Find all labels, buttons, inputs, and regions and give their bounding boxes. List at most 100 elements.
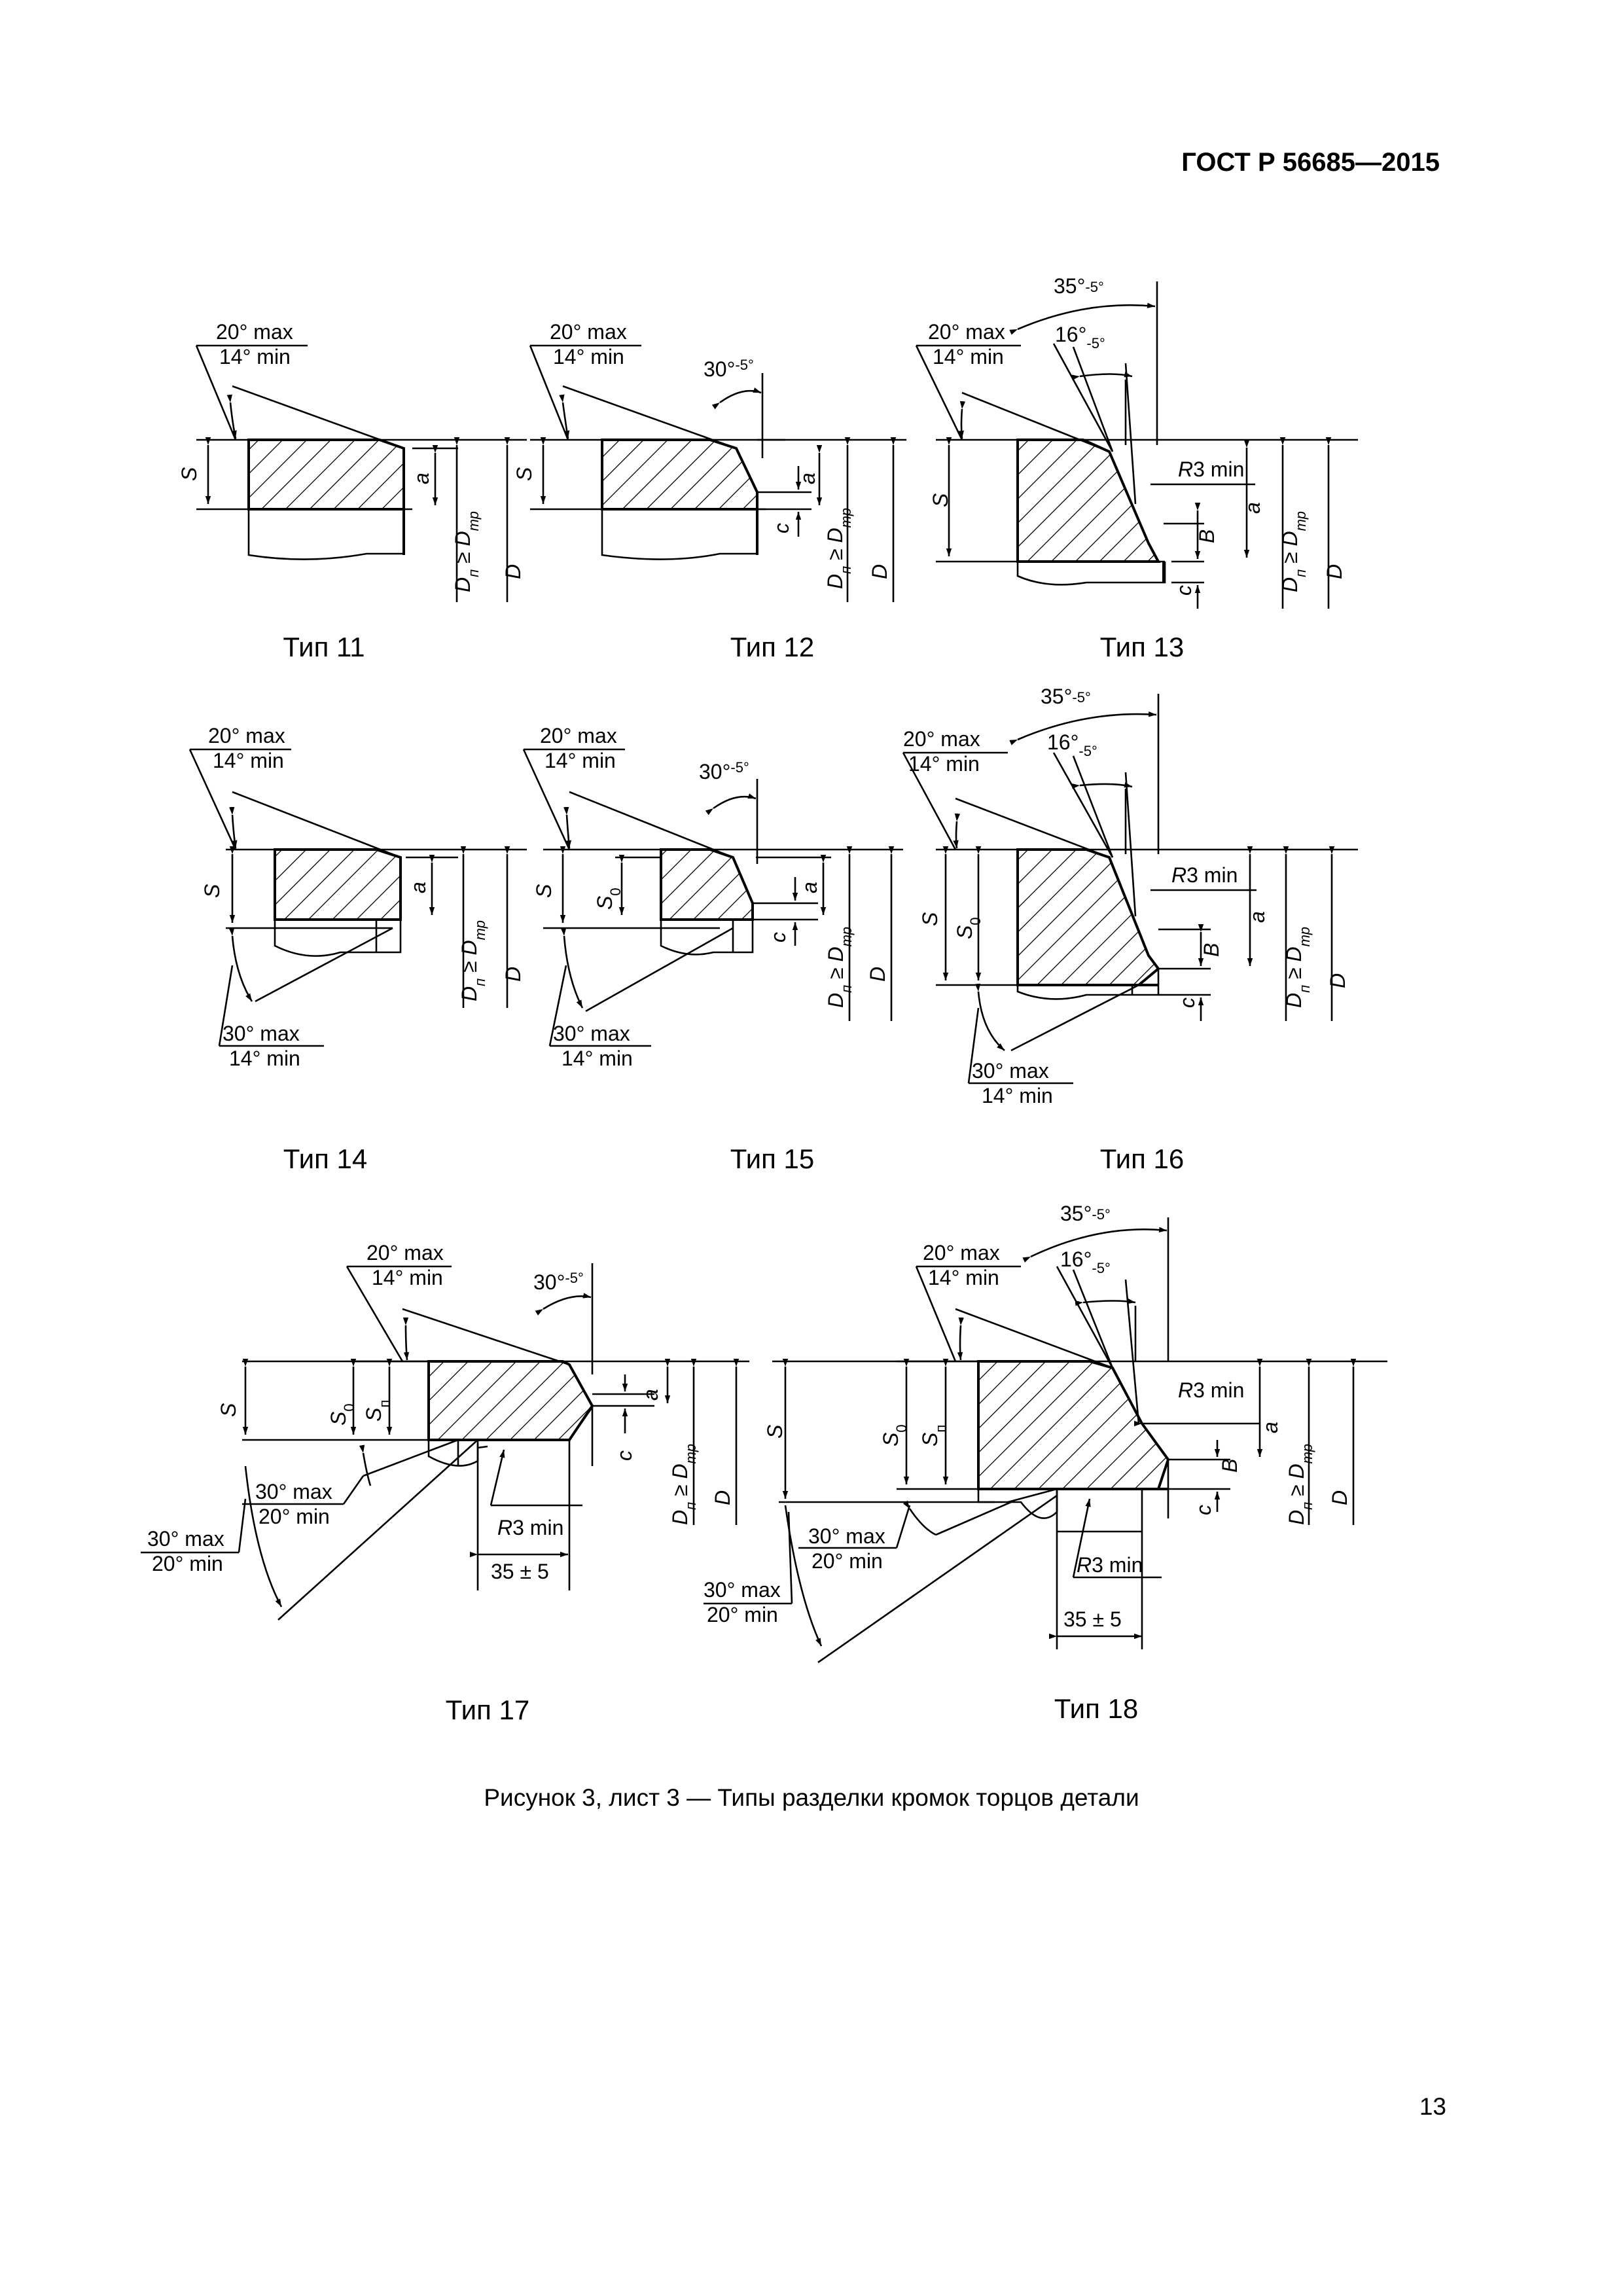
svg-text:D: D xyxy=(501,564,525,579)
svg-text:Dп ≥ Dтр: Dп ≥ Dтр xyxy=(457,920,488,1001)
svg-text:R3 min: R3 min xyxy=(497,1516,563,1539)
svg-text:14° min: 14° min xyxy=(219,345,291,368)
svg-text:a: a xyxy=(406,882,430,893)
svg-text:D: D xyxy=(868,564,891,579)
svg-text:20° max: 20° max xyxy=(550,320,627,344)
type-12-labels: 20° max 14° min 30°-5° S a c Dп ≥ Dтр D xyxy=(512,320,891,589)
svg-text:c: c xyxy=(766,932,790,942)
svg-text:D: D xyxy=(866,967,889,982)
svg-text:Dп ≥ Dтр: Dп ≥ Dтр xyxy=(1278,511,1309,592)
type-16-title: Тип 16 xyxy=(1100,1143,1184,1174)
svg-text:14° min: 14° min xyxy=(213,749,284,772)
type-15-title: Тип 15 xyxy=(730,1143,814,1174)
type-11-title: Тип 11 xyxy=(283,632,365,662)
svg-text:R3 min: R3 min xyxy=(1171,863,1238,887)
svg-text:a: a xyxy=(1245,911,1269,923)
svg-text:30° max: 30° max xyxy=(704,1578,781,1602)
svg-text:S: S xyxy=(217,1403,240,1417)
svg-text:30° max: 30° max xyxy=(147,1527,224,1551)
svg-text:16°-5°: 16°-5° xyxy=(1047,730,1097,759)
svg-text:a: a xyxy=(798,882,821,893)
svg-text:14° min: 14° min xyxy=(229,1047,300,1070)
svg-text:S0: S0 xyxy=(327,1403,357,1426)
figure-caption: Рисунок 3, лист 3 — Типы разделки кромок… xyxy=(484,1784,1139,1811)
svg-text:S: S xyxy=(512,467,536,481)
svg-text:D: D xyxy=(1323,564,1346,579)
svg-text:35°-5°: 35°-5° xyxy=(1060,1202,1111,1225)
svg-text:c: c xyxy=(770,523,793,533)
svg-text:Dп ≥ Dтр: Dп ≥ Dтр xyxy=(823,508,854,589)
svg-text:a: a xyxy=(1258,1422,1282,1433)
type-14-labels: 20° max 14° min S a Dп ≥ Dтр D 30° max 1… xyxy=(200,724,525,1070)
type-13-labels: 35°-5° 20° max 14° min 16°-5° R3 min S B… xyxy=(928,274,1346,596)
svg-text:30° max: 30° max xyxy=(223,1022,300,1045)
svg-text:20° max: 20° max xyxy=(540,724,617,747)
type-14-drawing xyxy=(188,748,527,1047)
svg-text:35 ± 5: 35 ± 5 xyxy=(491,1560,549,1583)
svg-text:B: B xyxy=(1200,943,1223,957)
svg-text:R3 min: R3 min xyxy=(1077,1553,1143,1577)
svg-text:S0: S0 xyxy=(593,888,624,910)
svg-text:a: a xyxy=(639,1389,662,1401)
type-18-title: Тип 18 xyxy=(1054,1693,1138,1724)
svg-text:30° max: 30° max xyxy=(255,1480,332,1503)
svg-text:B: B xyxy=(1218,1459,1241,1473)
svg-text:R3 min: R3 min xyxy=(1178,1378,1244,1402)
svg-text:S: S xyxy=(532,884,556,898)
type-14-title: Тип 14 xyxy=(283,1143,367,1174)
svg-text:Dп ≥ Dтр: Dп ≥ Dтр xyxy=(1285,1444,1315,1525)
svg-text:35 ± 5: 35 ± 5 xyxy=(1063,1607,1122,1631)
svg-text:D: D xyxy=(1328,1490,1351,1505)
svg-text:c: c xyxy=(1175,997,1199,1008)
type-13-title: Тип 13 xyxy=(1100,632,1184,662)
svg-text:c: c xyxy=(613,1450,636,1461)
type-18-labels: 35°-5° 20° max 14° min 16°-5° R3 min S S… xyxy=(704,1202,1351,1631)
type-17-title: Тип 17 xyxy=(446,1695,529,1725)
svg-text:S: S xyxy=(929,493,952,507)
svg-text:S: S xyxy=(200,884,224,898)
svg-text:Sп: Sп xyxy=(362,1400,393,1422)
svg-text:20° max: 20° max xyxy=(928,320,1005,344)
svg-text:Dп ≥ Dтр: Dп ≥ Dтр xyxy=(824,927,855,1008)
svg-text:B: B xyxy=(1195,529,1219,543)
svg-text:S: S xyxy=(918,912,942,926)
svg-text:14° min: 14° min xyxy=(544,749,616,772)
svg-text:S: S xyxy=(177,467,201,481)
type-12-title: Тип 12 xyxy=(730,632,814,662)
svg-text:c: c xyxy=(1192,1505,1215,1515)
type-16-labels: 35°-5° 20° max 14° min 16°-5° R3 min S S… xyxy=(903,685,1349,1107)
svg-text:20° max: 20° max xyxy=(366,1241,444,1265)
page-number: 13 xyxy=(1419,2093,1446,2120)
type-17-labels: 20° max 14° min 30°-5° S S0 Sп 30° max 2… xyxy=(147,1241,734,1583)
svg-text:35°-5°: 35°-5° xyxy=(1041,685,1091,708)
standard-id: ГОСТ Р 56685—2015 xyxy=(1181,148,1440,177)
svg-text:Dп ≥ Dтр: Dп ≥ Dтр xyxy=(1282,927,1313,1008)
svg-text:D: D xyxy=(1326,973,1349,988)
svg-text:D: D xyxy=(501,967,525,982)
svg-text:20° max: 20° max xyxy=(208,724,285,747)
svg-text:14° min: 14° min xyxy=(933,345,1004,368)
svg-text:30°-5°: 30°-5° xyxy=(699,759,749,783)
svg-text:35°-5°: 35°-5° xyxy=(1054,274,1104,298)
svg-text:20° min: 20° min xyxy=(812,1549,883,1573)
type-13-drawing xyxy=(915,281,1358,609)
svg-text:S: S xyxy=(763,1425,787,1439)
svg-text:S0: S0 xyxy=(953,917,984,939)
type-18-drawing xyxy=(704,1217,1387,1664)
svg-text:a: a xyxy=(410,473,433,484)
type-11-drawing xyxy=(195,344,527,602)
svg-text:30°-5°: 30°-5° xyxy=(533,1270,584,1294)
svg-text:20° max: 20° max xyxy=(923,1241,1000,1265)
svg-text:a: a xyxy=(1241,502,1264,514)
type-16-drawing xyxy=(902,694,1358,1085)
svg-text:Dп ≥ Dтр: Dп ≥ Dтр xyxy=(451,511,482,592)
type-17-drawing xyxy=(141,1263,749,1621)
svg-text:a: a xyxy=(796,473,819,484)
svg-text:20° min: 20° min xyxy=(707,1603,778,1626)
svg-text:16°-5°: 16°-5° xyxy=(1055,323,1105,351)
svg-text:S0: S0 xyxy=(879,1424,910,1446)
svg-text:14° min: 14° min xyxy=(982,1084,1053,1107)
svg-text:14° min: 14° min xyxy=(562,1047,633,1070)
